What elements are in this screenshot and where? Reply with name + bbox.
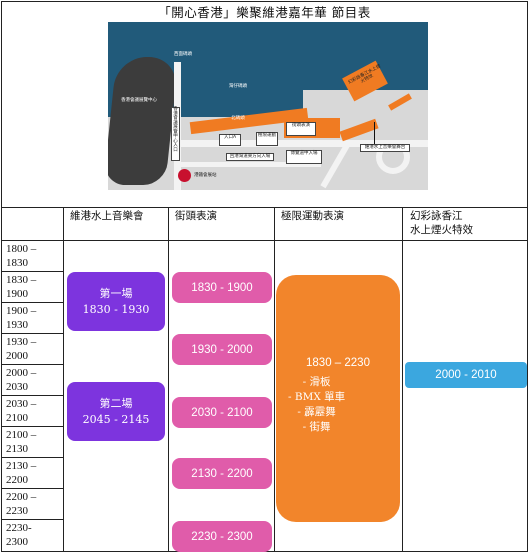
row-divider: [1, 302, 63, 303]
street-performance-slot[interactable]: 1930 - 2000: [172, 334, 272, 365]
road: [181, 162, 321, 167]
column-header-concert: 維港水上音樂會: [70, 210, 144, 222]
row-divider: [1, 488, 63, 489]
time-slot: 2030 –2100: [6, 398, 37, 425]
map-label-box: [219, 134, 241, 146]
column-divider: [168, 207, 169, 552]
row-divider: [1, 364, 63, 365]
venue-map: 香港會議展覽中心 西面碼頭 灣仔碼頭 香港會議展覽中心入口 北碼頭 幻彩詠香江水…: [108, 22, 428, 190]
list-item: - 滑板: [302, 376, 331, 388]
street-performance-slot[interactable]: 1830 - 1900: [172, 272, 272, 303]
map-label: 街頭表演: [292, 123, 310, 128]
list-item: - 霹靂舞: [297, 406, 336, 418]
map-label: 入口A: [223, 135, 237, 140]
row-divider: [1, 333, 63, 334]
roundabout: [376, 140, 410, 174]
map-label: 灣仔碼頭: [229, 84, 247, 89]
map-label: 港鐵會展站: [194, 173, 217, 178]
column-header-fireworks-line2: 水上煙火特效: [410, 224, 473, 236]
column-header-street: 街頭表演: [175, 210, 217, 222]
map-label: 西面碼頭: [174, 52, 192, 57]
map-label: 博覽道中入場: [290, 151, 318, 156]
map-label-box: [286, 150, 322, 164]
map-label: 香港會議展覽中心: [121, 98, 157, 103]
time-slot: 2130 –2200: [6, 460, 37, 487]
list-item: - 街舞: [302, 421, 331, 433]
map-label: 北碼頭: [231, 116, 245, 121]
page-title: 「開心香港」樂聚維港嘉年華 節目表: [158, 5, 371, 20]
row-divider: [1, 271, 63, 272]
time-slot: 1830 –1900: [6, 274, 37, 301]
street-performance-slot[interactable]: 2130 - 2200: [172, 458, 272, 489]
header-bottom-divider: [1, 240, 528, 241]
map-label: 香港會議展覽中心入口: [173, 107, 178, 153]
time-slot: 1900 –1930: [6, 305, 37, 332]
column-header-fireworks: 幻彩詠香江: [410, 210, 463, 222]
map-label-box: [286, 122, 316, 136]
column-divider: [274, 207, 275, 552]
time-slot: 2230-2300: [6, 522, 32, 549]
entrance-label-box: [171, 107, 180, 161]
extreme-sports-list: - 滑板 - BMX 單車 - 霹靂舞 - 街舞: [288, 374, 345, 434]
map-label-box: [226, 153, 274, 161]
column-divider: [402, 207, 403, 552]
time-slot: 2200 –2230: [6, 491, 37, 518]
mtr-icon: [178, 169, 191, 182]
map-label-box: [256, 132, 278, 146]
time-slot: 2000 –2030: [6, 367, 37, 394]
list-item: - BMX 單車: [288, 391, 346, 403]
row-divider: [1, 457, 63, 458]
map-label: 維港水上音樂會舞台: [364, 145, 406, 150]
extreme-sports-time: 1830 – 2230: [306, 357, 370, 369]
time-slot: 2100 –2130: [6, 429, 37, 456]
row-divider: [1, 426, 63, 427]
header-divider: [1, 207, 528, 208]
time-slot: 1930 –2000: [6, 336, 37, 363]
time-slot: 1800 –1830: [6, 243, 37, 270]
pointer-line: [374, 122, 375, 144]
map-label: 極限運動: [258, 133, 276, 138]
road: [174, 140, 428, 147]
column-divider: [63, 207, 64, 552]
map-label-box: [360, 144, 410, 152]
map-label: 回港灣道東方向入場: [229, 154, 271, 159]
street-performance-slot[interactable]: 2030 - 2100: [172, 397, 272, 428]
fireworks-slot[interactable]: 2000 - 2010: [405, 362, 527, 388]
row-divider: [1, 395, 63, 396]
column-header-extreme: 極限運動表演: [281, 210, 344, 222]
street-performance-slot[interactable]: 2230 - 2300: [172, 521, 272, 552]
row-divider: [1, 519, 63, 520]
extreme-sports-block[interactable]: 1830 – 2230 - 滑板 - BMX 單車 - 霹靂舞 - 街舞: [276, 275, 400, 522]
